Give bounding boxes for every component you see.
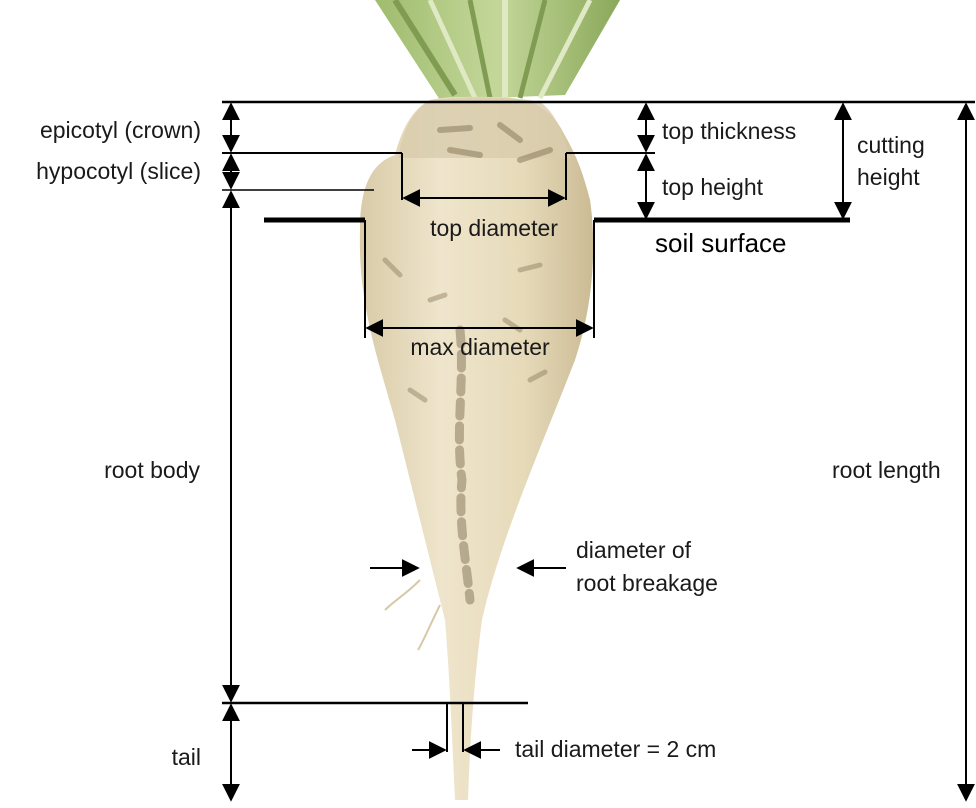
label-root-breakage-line2: root breakage (576, 569, 718, 597)
label-hypocotyl: hypocotyl (slice) (36, 157, 201, 185)
label-cutting-height-line1: cutting (857, 131, 925, 159)
label-max-diameter: max diameter (410, 333, 549, 361)
label-tail-diameter: tail diameter = 2 cm (515, 735, 716, 763)
label-top-thickness: top thickness (662, 117, 796, 145)
label-top-height: top height (662, 173, 763, 201)
label-cutting-height-line2: height (857, 163, 920, 191)
label-root-length: root length (832, 456, 941, 484)
label-root-body: root body (104, 456, 200, 484)
label-tail: tail (172, 743, 201, 771)
beet-leaves (375, 0, 620, 100)
label-soil-surface: soil surface (655, 229, 787, 257)
label-epicotyl: epicotyl (crown) (40, 116, 201, 144)
beet-root (360, 97, 593, 800)
measurement-lines (222, 102, 975, 752)
label-top-diameter: top diameter (430, 214, 558, 242)
measurement-arrows (231, 104, 966, 800)
label-root-breakage-line1: diameter of (576, 536, 691, 564)
